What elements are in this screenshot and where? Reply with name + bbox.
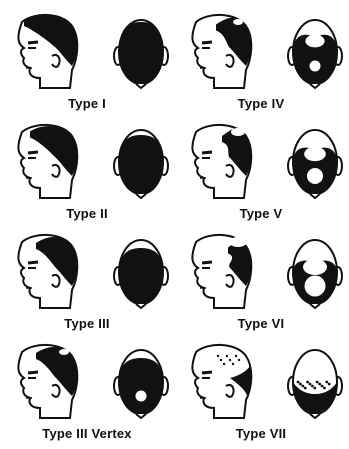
stage-cell: Type IV xyxy=(174,8,348,119)
stage-cell: Type III Vertex xyxy=(0,338,174,449)
head-illustration-pair xyxy=(0,228,174,318)
stage-label: Type V xyxy=(174,206,348,221)
top-view-head xyxy=(288,130,342,198)
crown-bald-spot xyxy=(305,276,326,297)
stage-label: Type VII xyxy=(174,426,348,441)
crown-thinning xyxy=(231,128,245,136)
stage-label: Type IV xyxy=(174,96,348,111)
side-profile-head xyxy=(18,15,77,88)
frontal-bald-area xyxy=(303,259,327,275)
side-profile-head xyxy=(18,125,77,198)
frontal-bald-area xyxy=(305,35,324,48)
side-profile-head xyxy=(18,235,77,308)
top-view-head xyxy=(288,20,342,88)
stage-cell: Type II xyxy=(0,118,174,229)
side-profile-head xyxy=(192,235,251,308)
head-illustration-pair xyxy=(0,118,174,208)
stage-cell: Type VI xyxy=(174,228,348,339)
stage-label: Type III Vertex xyxy=(0,426,174,441)
hair-cap xyxy=(119,248,163,304)
side-profile-head xyxy=(192,15,251,88)
crown-thinning xyxy=(229,237,247,247)
stage-label: Type I xyxy=(0,96,174,111)
stage-cell: Type I xyxy=(0,8,174,119)
frontal-bald-area xyxy=(304,147,326,161)
top-view-head xyxy=(114,350,168,418)
crown-bald-spot xyxy=(307,168,323,184)
top-view-head xyxy=(114,130,168,198)
hair-cap xyxy=(119,358,163,414)
side-profile-head xyxy=(18,345,77,418)
head-illustration-pair xyxy=(174,228,348,318)
top-view-head xyxy=(288,240,342,308)
stage-cell: Type III xyxy=(0,228,174,339)
side-profile-head xyxy=(192,125,251,198)
head-illustration-pair xyxy=(174,8,348,98)
stage-cell: Type VII xyxy=(174,338,348,449)
head-illustration-pair xyxy=(174,338,348,428)
top-view-head xyxy=(114,240,168,308)
stage-label: Type II xyxy=(0,206,174,221)
head-illustration-pair xyxy=(0,8,174,98)
top-view-head xyxy=(114,20,168,88)
top-view-head xyxy=(288,350,342,418)
head-illustration-pair xyxy=(174,118,348,208)
crown-thinning xyxy=(59,349,69,355)
head-illustration-pair xyxy=(0,338,174,428)
stage-label: Type III xyxy=(0,316,174,331)
crown-bald-spot xyxy=(310,61,321,72)
crown-thinning xyxy=(233,19,243,25)
stage-cell: Type V xyxy=(174,118,348,229)
side-profile-head xyxy=(192,345,252,418)
stage-label: Type VI xyxy=(174,316,348,331)
crown-bald-spot xyxy=(136,391,147,402)
hair-cap xyxy=(119,22,163,84)
hair-cap xyxy=(119,135,163,194)
